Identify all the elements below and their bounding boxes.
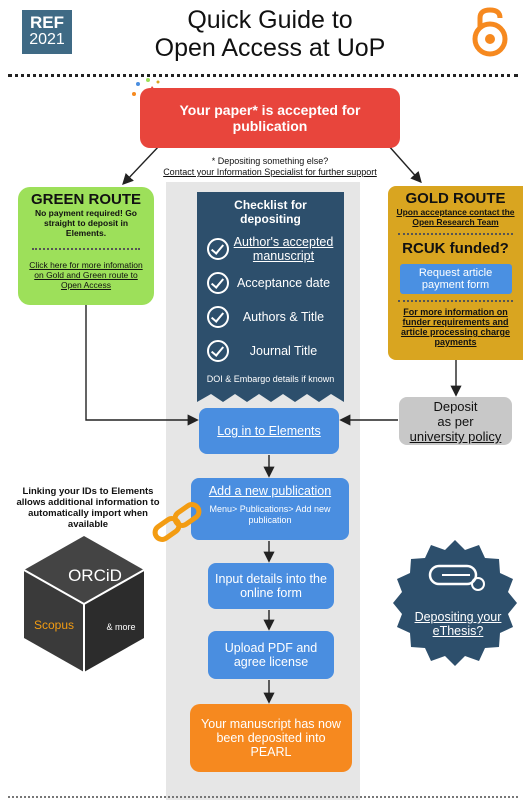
and-more-label: & more xyxy=(106,622,136,632)
deposit-policy-line-2: as per xyxy=(437,414,474,429)
check-circle-icon xyxy=(207,306,229,328)
ethesis-badge[interactable] xyxy=(390,538,520,668)
linking-ids-note: Linking your IDs to Elements allows addi… xyxy=(16,486,160,530)
checklist-item-label: Authors & Title xyxy=(242,310,325,324)
funder-info-link[interactable]: For more information on funder requireme… xyxy=(400,307,511,347)
ref-2021-badge: REF 2021 xyxy=(22,10,72,54)
deposit-else-note: * Depositing something else? Contact you… xyxy=(150,156,390,178)
title-line-2: Open Access at UoP xyxy=(154,34,386,62)
green-route-title: GREEN ROUTE xyxy=(30,191,141,208)
request-payment-form-button[interactable]: Request article payment form xyxy=(399,264,512,294)
check-circle-icon xyxy=(207,272,229,294)
add-publication-menu-path: Menu> Publications> Add new publication xyxy=(209,504,331,525)
diploma-scroll-icon xyxy=(428,564,485,591)
paper-accepted-box: Your paper* is accepted for publication xyxy=(140,88,400,148)
ref-badge-text: REF xyxy=(30,13,64,32)
add-publication-step: Add a new publication Menu> Publications… xyxy=(191,478,349,540)
green-route-box: GREEN ROUTE No payment required! Go stra… xyxy=(18,187,154,305)
footer-divider xyxy=(8,796,518,798)
deposited-pearl-box: Your manuscript has now been deposited i… xyxy=(190,704,352,772)
gold-divider xyxy=(398,300,513,302)
scopus-label: Scopus xyxy=(33,618,75,632)
input-details-step: Input details into the online form xyxy=(208,563,334,609)
input-details-label: Input details into the online form xyxy=(215,572,327,600)
checklist-item-label[interactable]: Author's accepted manuscript xyxy=(233,235,334,263)
ethesis-link[interactable]: Depositing your eThesis? xyxy=(414,610,502,638)
chain-link-icon xyxy=(152,502,202,542)
accepted-text: Your paper* is accepted for publication xyxy=(179,102,361,134)
deposit-policy-line-1: Deposit xyxy=(433,399,478,414)
orcid-label: ORCiD xyxy=(68,566,122,585)
add-publication-link[interactable]: Add a new publication xyxy=(208,484,332,498)
checklist-item: Authors & Title xyxy=(203,300,338,334)
checklist-note: DOI & Embargo details if known xyxy=(206,374,335,384)
gold-route-title: GOLD ROUTE xyxy=(405,190,506,207)
rcuk-funded-heading: RCUK funded? xyxy=(402,240,509,257)
check-circle-icon xyxy=(207,238,229,260)
contact-info-specialist-link[interactable]: Contact your Information Specialist for … xyxy=(163,167,377,177)
checklist-item: Journal Title xyxy=(203,334,338,368)
checklist-item-label: Acceptance date xyxy=(236,276,331,290)
checklist-title: Checklist for depositing xyxy=(234,198,307,226)
deposited-pearl-label: Your manuscript has now been deposited i… xyxy=(201,717,341,759)
checklist-banner-tail xyxy=(197,392,344,402)
page-title: Quick Guide to Open Access at UoP xyxy=(110,6,430,62)
login-elements-button[interactable]: Log in to Elements xyxy=(199,408,339,454)
id-cube-icon xyxy=(23,536,145,672)
checklist-item-label: Journal Title xyxy=(249,344,318,358)
gold-route-box: GOLD ROUTE Upon acceptance contact the O… xyxy=(388,186,523,360)
green-route-subtitle: No payment required! Go straight to depo… xyxy=(34,208,137,238)
check-circle-icon xyxy=(207,340,229,362)
upload-pdf-label: Upload PDF and agree license xyxy=(224,641,318,669)
university-policy-link[interactable]: university policy xyxy=(409,429,502,444)
checklist-item: Acceptance date xyxy=(203,266,338,300)
deposit-checklist: Checklist for depositing Author's accept… xyxy=(197,192,344,402)
gold-divider xyxy=(398,233,513,235)
green-divider xyxy=(32,248,140,250)
deposit-policy-box: Deposit as per university policy xyxy=(399,397,512,445)
login-elements-label: Log in to Elements xyxy=(217,424,321,438)
deposit-else-line-1: * Depositing something else? xyxy=(211,156,329,166)
green-gold-info-link[interactable]: Click here for more infomation on Gold a… xyxy=(29,260,143,290)
ref-badge-year: 2021 xyxy=(29,31,65,48)
title-line-1: Quick Guide to xyxy=(187,6,353,34)
header-divider xyxy=(8,74,518,77)
gold-route-subtitle[interactable]: Upon acceptance contact the Open Researc… xyxy=(396,207,515,227)
checklist-item: Author's accepted manuscript xyxy=(203,232,338,266)
upload-pdf-step: Upload PDF and agree license xyxy=(208,631,334,679)
